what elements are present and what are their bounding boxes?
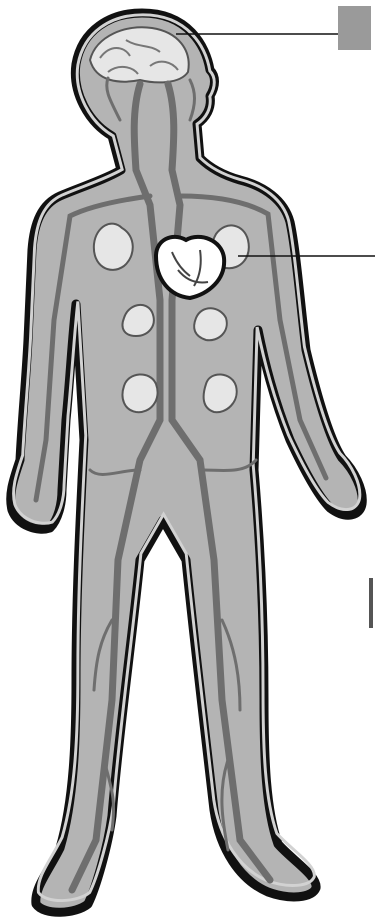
label-box-lower-marker: [369, 578, 373, 628]
body-outline: [11, 13, 363, 912]
label-box-brain: [338, 6, 371, 50]
